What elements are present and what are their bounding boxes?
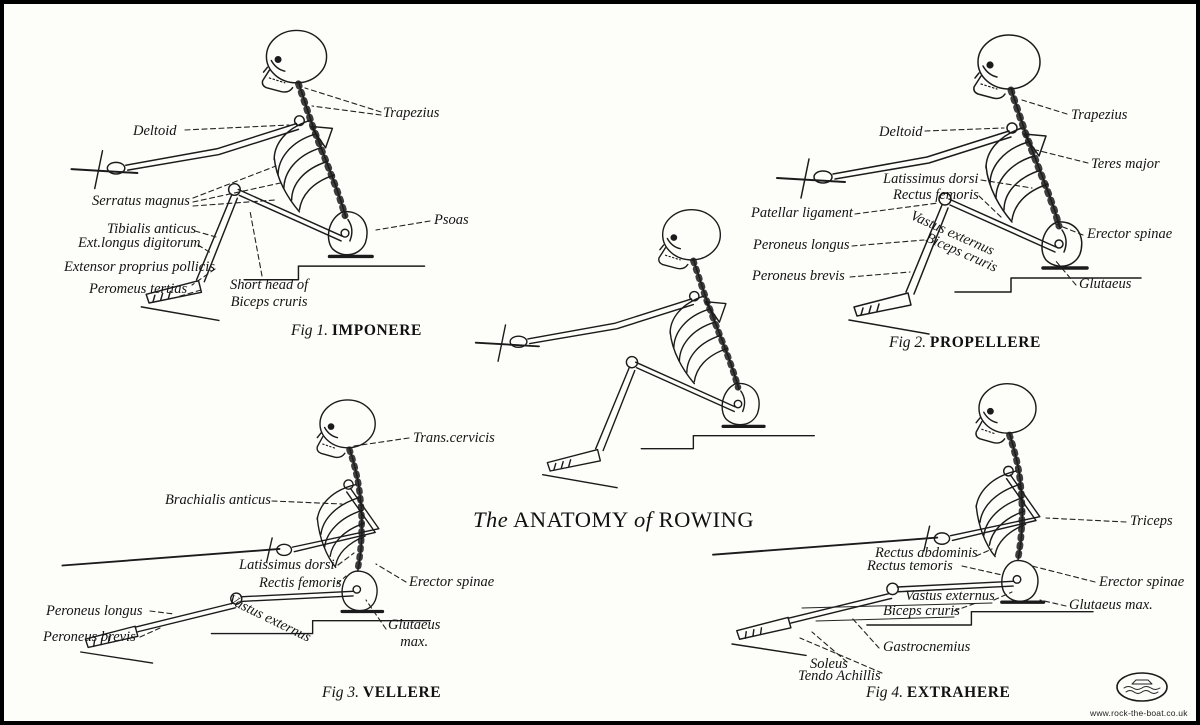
- label-fig3-peroneus-longus: Peroneus longus: [46, 603, 143, 619]
- label-fig2-rectus-femoris: Rectus femoris: [893, 187, 979, 203]
- fig2-caption: Fig 2. PROPELLERE: [889, 334, 1041, 352]
- label-fig3-erector-spinae: Erector spinae: [409, 574, 495, 590]
- label-fig2-peroneus-brevis: Peroneus brevis: [752, 268, 845, 284]
- fig4-name: EXTRAHERE: [906, 684, 1011, 701]
- fig3-name: VELLERE: [362, 684, 442, 701]
- skeleton-fig3: [62, 400, 430, 663]
- fig4-caption: Fig 4. EXTRAHERE: [866, 684, 1011, 702]
- label-fig4-glutaeus-max: Glutaeus max.: [1069, 597, 1153, 613]
- label-fig2-peroneus-longus: Peroneus longus: [753, 237, 850, 253]
- title-of: of: [634, 507, 653, 532]
- label-fig2-glutaeus: Glutaeus: [1079, 276, 1132, 292]
- label-fig4-rectus-abdominis: Rectus abdominis: [875, 545, 978, 561]
- label-fig1-tibialis-anticus: Tibialis anticus: [107, 221, 197, 237]
- label-fig4-gastrocnemius: Gastrocnemius: [883, 639, 971, 655]
- poster-title: The ANATOMY of ROWING: [473, 507, 754, 533]
- label-fig4-tendo-achillis: Tendo Achillis: [798, 668, 881, 684]
- label-fig2-latissimus-dorsi: Latissimus dorsi: [883, 171, 979, 187]
- label-fig1-peromeus-tertias: Peromeus tertias: [89, 281, 188, 297]
- label-fig2-trapezius: Trapezius: [1071, 107, 1128, 123]
- label-fig1-extensor-proprius-pollicis: Extensor proprius pollicis: [64, 259, 215, 275]
- fig1-number: Fig 1.: [291, 322, 329, 339]
- label-fig1-psoas: Psoas: [434, 212, 469, 228]
- label-fig4-rectus-temoris: Rectus temoris: [867, 558, 953, 574]
- label-fig3-peroneus-brevis: Peroneus brevis: [43, 629, 136, 645]
- illustration-canvas: [4, 4, 1168, 702]
- label-fig1-deltoid: Deltoid: [133, 123, 177, 139]
- label-fig1-serratus-magnus: Serratus magnus: [92, 193, 190, 209]
- label-fig3-brachialis-anticus: Brachialis anticus: [165, 492, 271, 508]
- title-rowing: ROWING: [658, 507, 755, 532]
- fig2-number: Fig 2.: [889, 334, 927, 351]
- fig1-name: IMPONERE: [331, 322, 422, 339]
- title-the: The: [473, 507, 509, 532]
- label-fig3-trans-cervicis: Trans.cervicis: [413, 430, 495, 446]
- label-fig2-deltoid: Deltoid: [879, 124, 923, 140]
- fig2-name: PROPELLERE: [929, 334, 1041, 351]
- label-fig2-erector-spinae: Erector spinae: [1087, 226, 1173, 242]
- label-fig4-vastus-externus: Vastus externus: [905, 588, 995, 604]
- label-fig4-soleus: Soleus: [810, 656, 848, 672]
- fig4-number: Fig 4.: [866, 684, 904, 701]
- rock-the-boat-logo: [1116, 672, 1168, 702]
- fig3-caption: Fig 3. VELLERE: [322, 684, 441, 702]
- label-fig4-biceps-cruris: Biceps cruris: [883, 603, 960, 619]
- title-anatomy: ANATOMY: [513, 507, 628, 532]
- label-fig3-glutaeus-max: Glutaeus max.: [388, 617, 441, 651]
- label-fig3-rectis-femoris: Rectis femoris: [259, 575, 342, 591]
- website-url: www.rock-the-boat.co.uk: [1090, 708, 1188, 718]
- leader-lines: [139, 87, 1127, 674]
- label-fig2-teres-major: Teres major: [1091, 156, 1160, 172]
- label-fig4-erector-spinae: Erector spinae: [1099, 574, 1185, 590]
- label-fig4-triceps: Triceps: [1130, 513, 1173, 529]
- fig3-number: Fig 3.: [322, 684, 360, 701]
- label-fig3-latissimus-dorsi: Latissimus dorsi: [239, 557, 335, 573]
- label-fig1-ext-longus-digitorum: Ext.longus digitorum: [78, 235, 201, 251]
- fig1-caption: Fig 1. IMPONERE: [291, 322, 422, 340]
- label-fig2-patellar-ligament: Patellar ligament: [751, 205, 853, 221]
- label-fig1-trapezius: Trapezius: [383, 105, 440, 121]
- label-fig1-short-head-biceps-cruris: Short head of Biceps cruris: [230, 277, 309, 311]
